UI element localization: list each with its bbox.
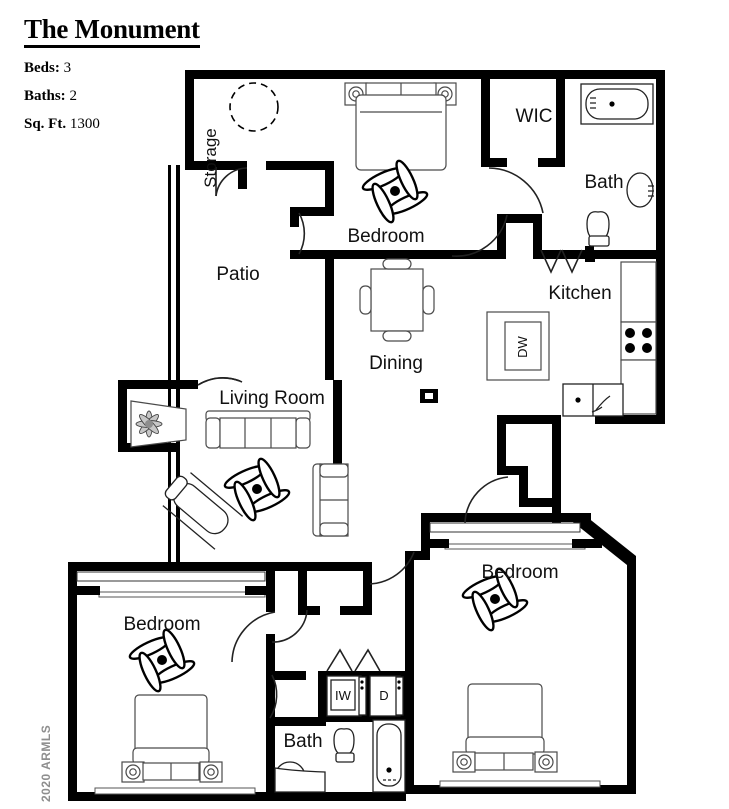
ceiling-fan-living <box>223 457 291 522</box>
plan-header: The Monument Beds: 3 Baths: 2 Sq. Ft. 13… <box>0 0 300 132</box>
fireplace-flame-icon <box>135 410 163 438</box>
ceiling-fan-bedroom-ll <box>128 628 196 693</box>
walls-patio-living <box>118 165 198 565</box>
laundry-appliances <box>326 675 404 717</box>
walls-hall <box>497 415 665 525</box>
kitchen-fixtures <box>486 261 657 417</box>
bedroom-lower-right-furniture <box>452 567 558 773</box>
room-label-bedroom-master: Bedroom <box>347 226 424 247</box>
room-label-living-room: Living Room <box>219 388 325 409</box>
room-label-bedroom-lower-right: Bedroom <box>481 562 558 583</box>
storage-round-dashed-shape <box>229 82 279 132</box>
spec-beds: Beds: 3 <box>24 61 300 76</box>
walls-upper <box>185 70 665 500</box>
room-label-bath-master: Bath <box>584 172 623 193</box>
door-swings <box>197 167 583 719</box>
windows <box>68 389 602 795</box>
room-label-wic: WIC <box>516 106 553 127</box>
room-label-storage: Storage <box>201 128 220 188</box>
spec-beds-label: Beds: <box>24 60 60 76</box>
bedroom-lower-left-furniture <box>121 628 223 783</box>
room-label-patio: Patio <box>216 264 259 285</box>
master-bath-fixtures <box>580 83 654 247</box>
walls-lower-right <box>405 513 636 794</box>
page-title: The Monument <box>24 14 200 48</box>
appliance-label-washer: IW <box>335 688 352 703</box>
room-label-bedroom-lower-left: Bedroom <box>123 614 200 635</box>
spec-sqft-value: 1300 <box>69 116 100 132</box>
dining-table <box>359 258 435 342</box>
appliance-label-dishwasher: DW <box>515 335 530 357</box>
living-room-furniture <box>130 400 349 550</box>
spec-beds-value: 3 <box>63 60 72 76</box>
ceiling-fan-bedroom-lr <box>461 567 529 632</box>
spec-sqft: Sq. Ft. 1300 <box>24 117 300 132</box>
master-bed <box>344 82 457 171</box>
chaise-lounge <box>162 472 244 550</box>
room-label-bath-hall: Bath <box>283 731 322 752</box>
spec-baths-value: 2 <box>69 88 77 104</box>
ceiling-fan-master <box>361 159 429 224</box>
spec-baths: Baths: 2 <box>24 89 300 104</box>
room-label-kitchen: Kitchen <box>548 283 611 304</box>
appliance-label-dryer: D <box>379 688 388 703</box>
room-label-dining: Dining <box>369 353 423 374</box>
spec-baths-label: Baths: <box>24 88 66 104</box>
spec-sqft-label: Sq. Ft. <box>24 116 67 132</box>
hall-bath-fixtures <box>274 719 406 793</box>
